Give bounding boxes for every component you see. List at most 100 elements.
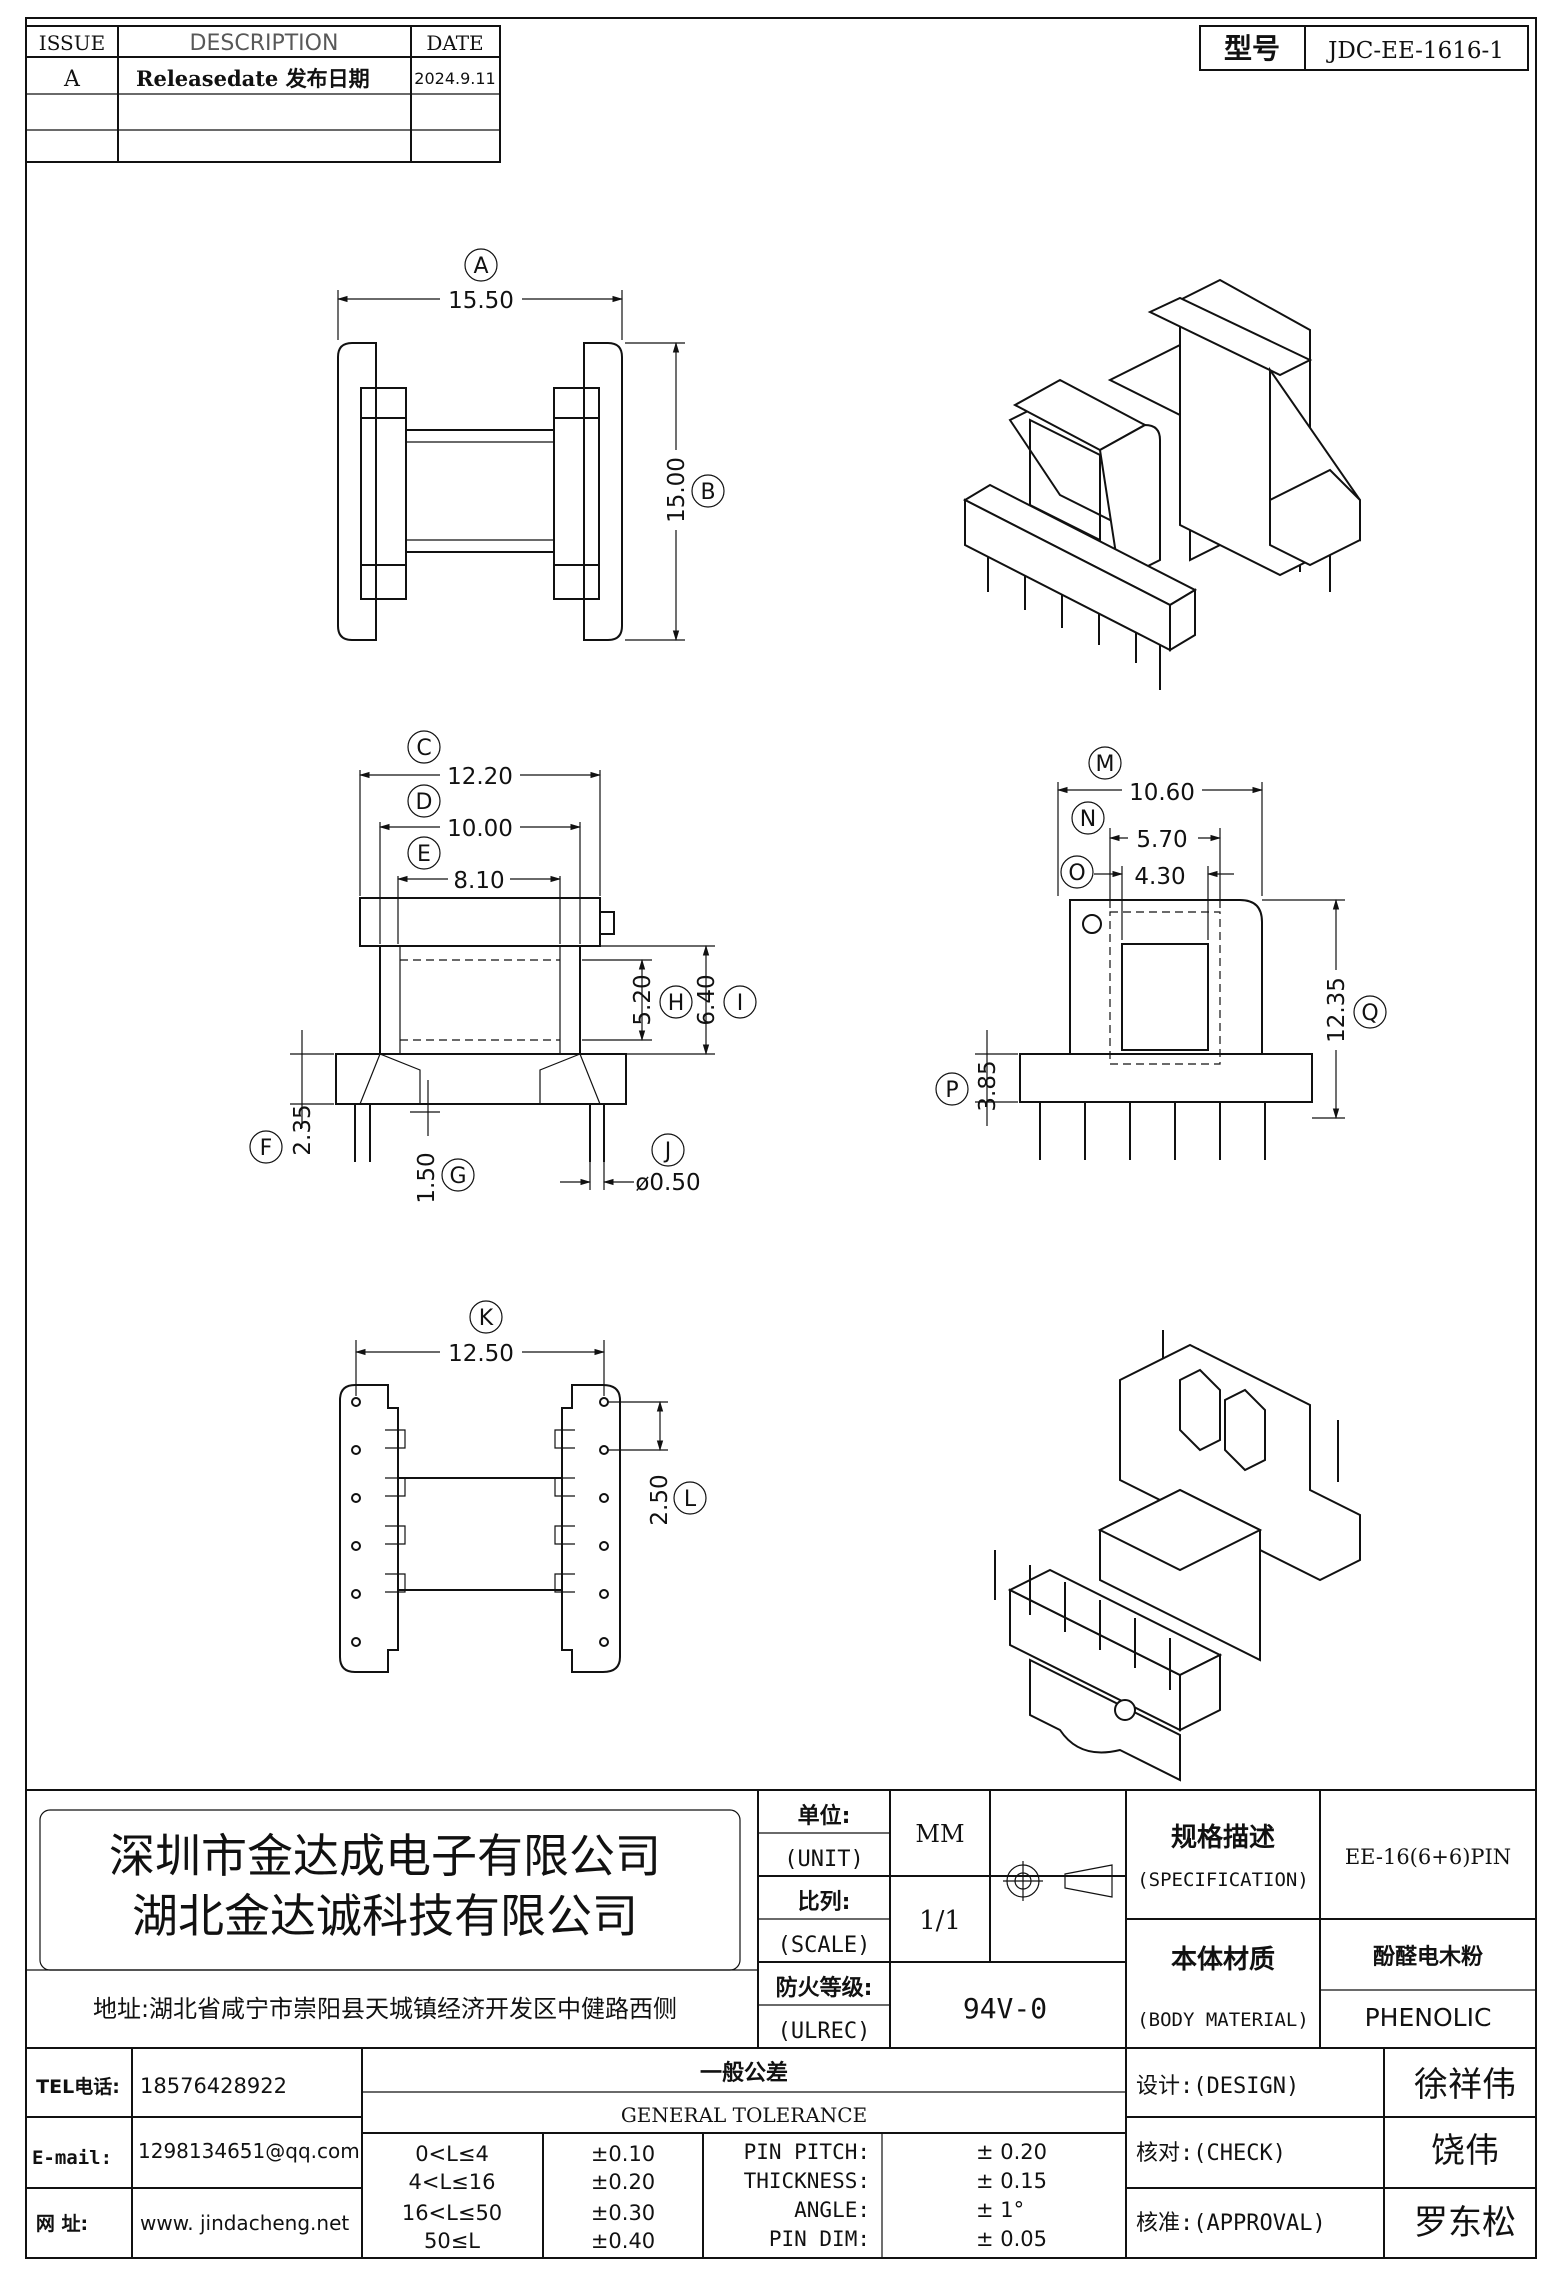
scale-value: 1/1 xyxy=(919,1906,961,1936)
dim-q-value: 12.35 xyxy=(1324,977,1350,1043)
company-name-1: 深圳市金达成电子有限公司 xyxy=(109,1829,661,1883)
material-value-cn: 酚醛电木粉 xyxy=(1373,1945,1483,1970)
front-view: 12.20 C 10.00 D 8.10 E 5.20 H 6.40 I xyxy=(249,730,757,1204)
tolerance-value: ±0.20 xyxy=(591,2170,655,2194)
tolerance-title-cn: 一般公差 xyxy=(700,2060,788,2086)
dim-l-value: 2.50 xyxy=(647,1474,673,1525)
dim-g-value: 1.50 xyxy=(414,1152,440,1203)
fire-label-en: (ULREC) xyxy=(778,2019,871,2044)
dim-m-letter: M xyxy=(1096,752,1115,777)
dim-a-letter: A xyxy=(473,254,488,279)
isometric-view-bottom xyxy=(994,1330,1361,1782)
dim-h-value: 5.20 xyxy=(630,974,656,1025)
fire-label-cn: 防火等级: xyxy=(776,1975,873,2001)
unit-label-cn: 单位: xyxy=(798,1803,851,1829)
issue-header: ISSUE xyxy=(39,31,105,55)
design-label: 设计:(DESIGN) xyxy=(1136,2074,1299,2099)
dim-b-letter: B xyxy=(700,480,715,505)
unit-value: MM xyxy=(915,1820,964,1848)
date-header: DATE xyxy=(426,31,483,55)
designer-name: 徐祥伟 xyxy=(1414,2065,1516,2105)
dim-k-value: 12.50 xyxy=(448,1341,514,1367)
dim-k-letter: K xyxy=(479,1306,494,1331)
web-value: www. jindacheng.net xyxy=(140,2211,349,2235)
tolerance-range: 16<L≤50 xyxy=(402,2201,502,2225)
material-label-cn: 本体材质 xyxy=(1171,1945,1275,1975)
dim-q-letter: Q xyxy=(1361,1001,1378,1026)
dim-c-letter: C xyxy=(416,736,431,761)
dim-m-value: 10.60 xyxy=(1129,780,1195,806)
tolerance-range: 4<L≤16 xyxy=(409,2170,496,2194)
model-number: JDC-EE-1616-1 xyxy=(1326,38,1504,64)
spec-label-en: (SPECIFICATION) xyxy=(1137,1869,1309,1891)
tolerance-value: ±0.40 xyxy=(591,2229,655,2253)
email-value: 1298134651@qq.com xyxy=(138,2139,360,2163)
top-view: 15.50 A 15.00 B xyxy=(336,248,725,642)
spec-value: EE-16(6+6)PIN xyxy=(1345,1845,1511,1869)
iso-pins-front xyxy=(994,1550,1171,1690)
dim-e-letter: E xyxy=(417,842,431,867)
tel-label: TEL电话: xyxy=(36,2075,120,2098)
email-label: E-mail: xyxy=(32,2147,112,2169)
material-label-en: (BODY MATERIAL) xyxy=(1137,2009,1309,2031)
scale-label-en: (SCALE) xyxy=(778,1933,871,1958)
dim-j-value: ø0.50 xyxy=(635,1170,700,1196)
dim-j-letter: J xyxy=(663,1139,672,1164)
issue-value: A xyxy=(63,67,81,92)
dim-n-letter: N xyxy=(1080,807,1096,832)
tolerance-value: ±0.10 xyxy=(591,2142,655,2166)
company-address: 地址:湖北省咸宁市崇阳县天城镇经济开发区中健路西侧 xyxy=(93,1995,677,2023)
tolerance-item-value: ± 1° xyxy=(976,2198,1024,2222)
dim-a-value: 15.50 xyxy=(448,288,514,314)
tolerance-value: ±0.30 xyxy=(591,2201,655,2225)
description-header: DESCRIPTION xyxy=(190,31,339,56)
tolerance-item-value: ± 0.05 xyxy=(976,2227,1047,2251)
dim-i-value: 6.40 xyxy=(694,974,720,1025)
side-view-pins xyxy=(1039,1102,1266,1160)
tolerance-item: PIN DIM: xyxy=(769,2227,870,2251)
tolerance-item: PIN PITCH: xyxy=(744,2140,870,2164)
dim-p-letter: P xyxy=(945,1078,958,1103)
side-view: 10.60 M 5.70 N 4.30 O 3.85 P 12.35 Q xyxy=(935,746,1387,1160)
web-label: 网 址: xyxy=(36,2213,88,2235)
bottom-view: 12.50 K 2.50 L xyxy=(339,1300,707,1673)
dim-e-value: 8.10 xyxy=(453,868,504,894)
description-value: Releasedate 发布日期 xyxy=(136,66,370,91)
fire-value: 94V-0 xyxy=(963,1992,1047,2025)
dim-g-letter: G xyxy=(449,1164,466,1189)
scale-label-cn: 比列: xyxy=(798,1890,851,1915)
dim-d-letter: D xyxy=(416,790,433,815)
tolerance-range: 0<L≤4 xyxy=(415,2142,489,2166)
tolerance-range: 50≤L xyxy=(424,2229,480,2253)
title-block: 深圳市金达成电子有限公司 湖北金达诚科技有限公司 地址:湖北省咸宁市崇阳县天城镇… xyxy=(26,1789,1536,2258)
tolerance-item-value: ± 0.20 xyxy=(976,2140,1047,2164)
unit-label-en: (UNIT) xyxy=(784,1847,863,1872)
drawing-frame xyxy=(25,17,1537,2259)
dim-b-value: 15.00 xyxy=(664,457,690,523)
model-label: 型号 xyxy=(1224,32,1280,65)
approval-label: 核准:(APPROVAL) xyxy=(1136,2211,1326,2236)
dim-o-value: 4.30 xyxy=(1134,864,1185,890)
dim-f-value: 2.35 xyxy=(290,1104,316,1155)
checker-name: 饶伟 xyxy=(1431,2131,1499,2171)
dim-o-letter: O xyxy=(1068,861,1085,886)
approver-name: 罗东松 xyxy=(1414,2203,1516,2243)
tolerance-title-en: GENERAL TOLERANCE xyxy=(621,2103,867,2127)
bottom-view-holes xyxy=(351,1397,609,1647)
tolerance-item: ANGLE: xyxy=(794,2198,870,2222)
dim-n-value: 5.70 xyxy=(1136,827,1187,853)
spec-label-cn: 规格描述 xyxy=(1171,1822,1275,1853)
dim-i-letter: I xyxy=(737,991,744,1016)
dim-f-letter: F xyxy=(260,1136,273,1161)
projection-symbol-icon xyxy=(1003,1861,1113,1901)
date-value: 2024.9.11 xyxy=(414,69,495,88)
material-value-en: PHENOLIC xyxy=(1365,2003,1492,2032)
dim-p-value: 3.85 xyxy=(975,1060,1001,1111)
dim-c-value: 12.20 xyxy=(447,764,513,790)
dim-h-letter: H xyxy=(668,991,685,1016)
tolerance-item: THICKNESS: xyxy=(744,2169,870,2193)
check-label: 核对:(CHECK) xyxy=(1136,2141,1286,2166)
dim-d-value: 10.00 xyxy=(447,816,513,842)
revision-table: ISSUE DESCRIPTION DATE A Releasedate 发布日… xyxy=(25,25,501,163)
